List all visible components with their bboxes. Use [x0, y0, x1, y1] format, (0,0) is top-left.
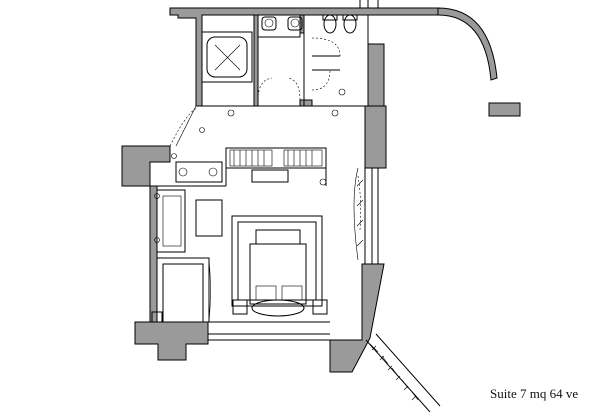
side-closet	[151, 257, 211, 323]
plan-caption: Suite 7 mq 64 ve	[490, 386, 579, 401]
coffee-table	[195, 199, 223, 237]
bed	[231, 215, 328, 317]
sofa	[154, 189, 186, 253]
toilet-bidet	[322, 14, 358, 34]
lamps	[171, 88, 346, 186]
bathtub	[201, 31, 253, 83]
wardrobe	[229, 149, 323, 183]
walls	[121, 7, 521, 373]
doors	[169, 37, 361, 231]
chaise	[353, 167, 364, 261]
planter-strip	[365, 333, 441, 412]
sinks	[261, 16, 303, 31]
